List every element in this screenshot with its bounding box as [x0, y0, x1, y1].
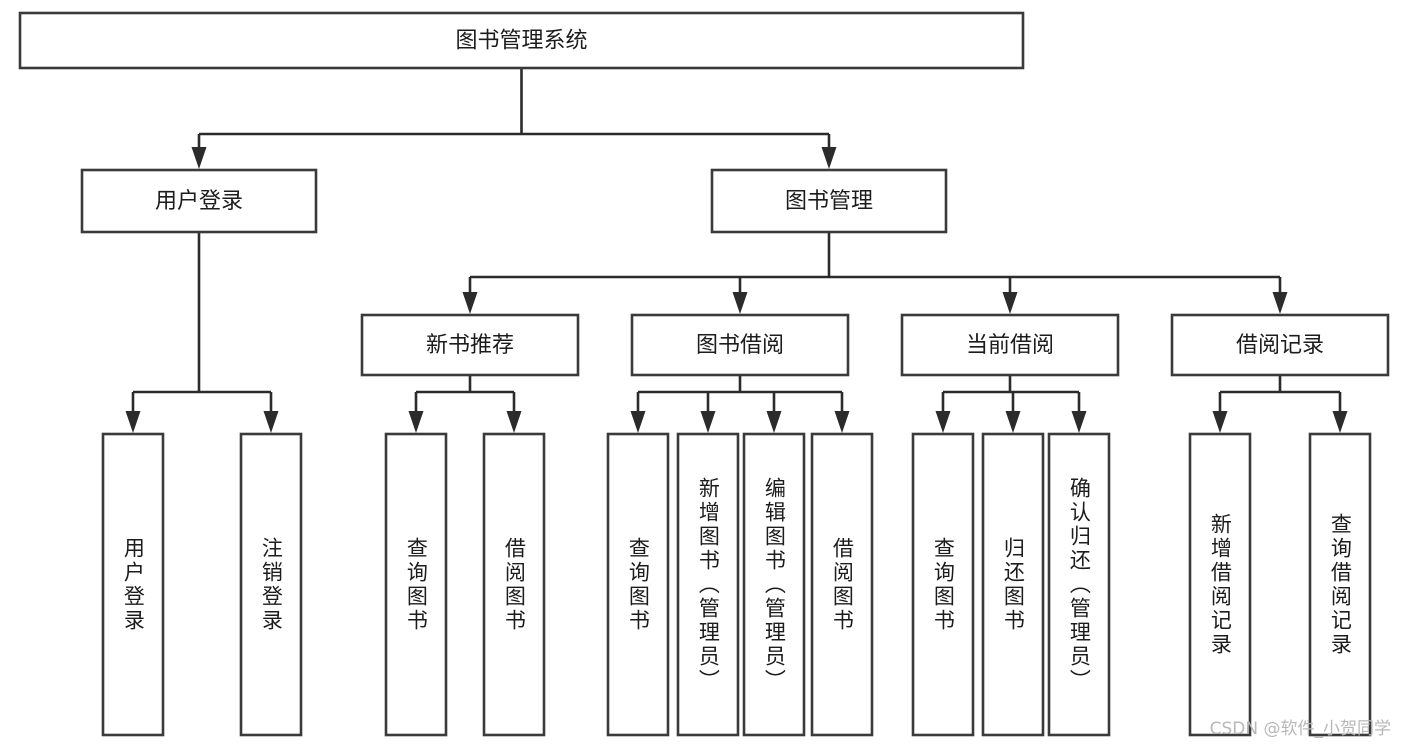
node-box-leaf-add-record[interactable]	[1188, 432, 1252, 737]
node-label-current-borrow: 当前借阅	[966, 333, 1054, 358]
arrow-leaf-borrow-book-2	[834, 411, 850, 433]
arrow-leaf-confirm-return	[1071, 411, 1087, 433]
node-box-book-borrow[interactable]	[630, 313, 850, 377]
arrow-borrow-record	[1272, 292, 1288, 314]
watermark: CSDN @软件_小贺同学	[1209, 719, 1391, 739]
node-box-user-login[interactable]	[80, 168, 318, 234]
arrow-leaf-query-record	[1332, 411, 1348, 433]
arrow-leaf-user-login	[125, 411, 141, 433]
arrow-new-book-recommend	[462, 292, 478, 314]
node-box-leaf-add-book[interactable]	[676, 432, 740, 737]
node-box-leaf-user-login[interactable]	[101, 432, 165, 737]
arrow-leaf-add-record	[1212, 411, 1228, 433]
node-box-book-manage[interactable]	[710, 168, 948, 234]
node-box-leaf-return-book[interactable]	[981, 432, 1045, 737]
arrow-book-manage	[821, 147, 837, 169]
arrow-user-login	[191, 147, 207, 169]
arrow-current-borrow	[1002, 292, 1018, 314]
node-box-leaf-logout[interactable]	[239, 432, 303, 737]
node-label-user-login: 用户登录	[155, 189, 243, 214]
node-box-new-book-recommend[interactable]	[360, 313, 580, 377]
arrow-leaf-logout	[263, 411, 279, 433]
node-box-leaf-query-book-1[interactable]	[384, 432, 448, 737]
node-box-leaf-borrow-book-1[interactable]	[482, 432, 546, 737]
connectors-layer	[125, 68, 1348, 433]
node-label-borrow-record: 借阅记录	[1236, 333, 1324, 358]
arrow-leaf-edit-book	[766, 411, 782, 433]
root-node-box[interactable]	[18, 11, 1025, 70]
node-box-leaf-confirm-return[interactable]	[1047, 432, 1111, 737]
node-box-leaf-edit-book[interactable]	[742, 432, 806, 737]
node-box-current-borrow[interactable]	[900, 313, 1120, 377]
node-label-new-book-recommend: 新书推荐	[426, 333, 514, 358]
arrow-leaf-return-book	[1005, 411, 1021, 433]
node-label-book-manage: 图书管理	[785, 189, 873, 214]
node-box-leaf-query-record[interactable]	[1308, 432, 1372, 737]
node-box-leaf-query-book-3[interactable]	[911, 432, 975, 737]
arrow-leaf-borrow-book-1	[506, 411, 522, 433]
arrow-leaf-query-book-3	[935, 411, 951, 433]
node-box-leaf-borrow-book-2[interactable]	[810, 432, 874, 737]
boxes-layer	[18, 11, 1390, 737]
node-box-leaf-query-book-2[interactable]	[606, 432, 670, 737]
node-label-book-borrow: 图书借阅	[696, 333, 784, 358]
arrow-leaf-add-book	[700, 411, 716, 433]
root-node-label: 图书管理系统	[455, 29, 587, 54]
arrow-leaf-query-book-1	[408, 411, 424, 433]
arrow-leaf-query-book-2	[630, 411, 646, 433]
arrow-book-borrow	[732, 292, 748, 314]
node-box-borrow-record[interactable]	[1170, 313, 1390, 377]
